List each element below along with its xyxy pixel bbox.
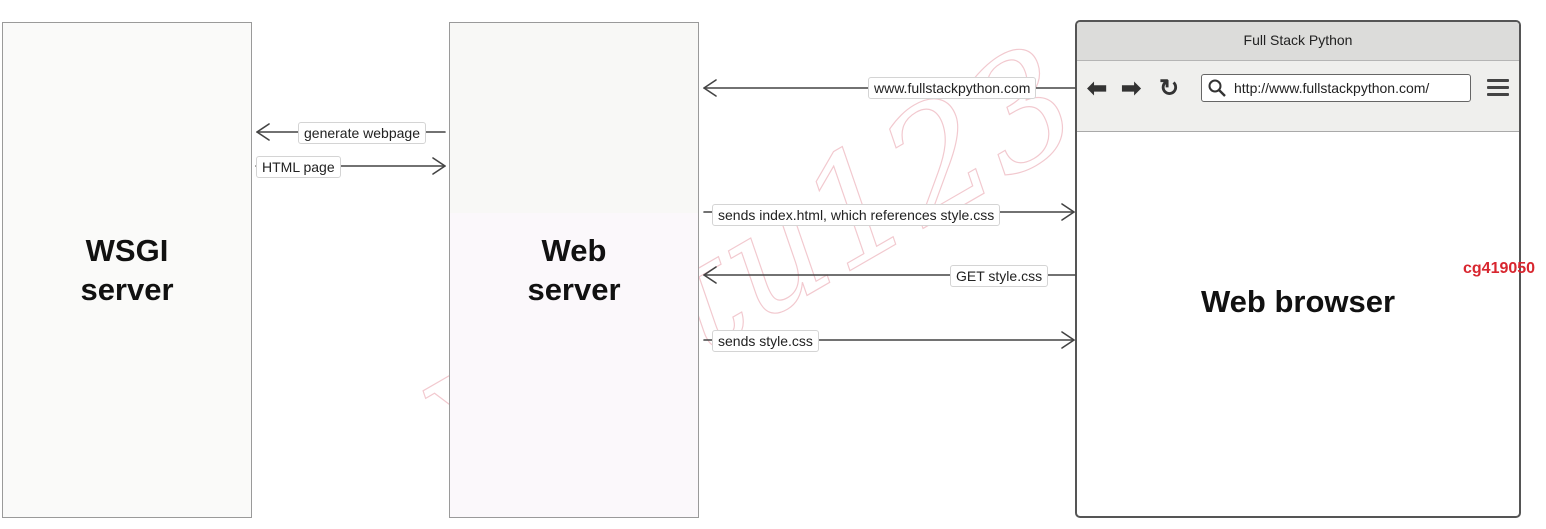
arrowhead-sends-index [1061,203,1075,221]
arrowhead-generate-webpage [256,123,270,141]
sends-style-label: sends style.css [712,330,819,352]
forward-icon[interactable]: ➡ [1121,75,1142,102]
wsgi-server-title-line1: WSGI [85,233,169,268]
generate-webpage-label: generate webpage [298,122,426,144]
web-server-title-line2: server [527,272,621,307]
web-server-title: Web server [450,231,698,309]
browser-title-bar: Full Stack Python [1077,22,1519,61]
wsgi-server-title-line2: server [80,272,174,307]
menu-icon[interactable] [1487,79,1509,97]
url-bar[interactable]: http://www.fullstackpython.com/ [1201,74,1471,102]
back-icon[interactable]: ⬅ [1087,75,1108,102]
arrowhead-html-page [432,157,446,175]
browser-toolbar: ⬅ ➡ ↻ http://www.fullstackpython.com/ [1077,61,1519,132]
reload-icon[interactable]: ↻ [1159,75,1180,102]
browser-window: Full Stack Python ⬅ ➡ ↻ http://www.fulls… [1075,20,1521,518]
get-style-label: GET style.css [950,265,1049,287]
sends-index-label: sends index.html, which references style… [712,204,1001,226]
arrowhead-sends-style [1061,331,1075,349]
url-text: http://www.fullstackpython.com/ [1234,80,1430,96]
watermark-code: cg419050 [1463,260,1536,277]
arrowhead-get-style [703,266,717,284]
request-domain-label: www.fullstackpython.com [868,77,1037,99]
web-server-box: Web server [449,22,699,518]
web-browser-label: Web browser [1200,284,1396,319]
arrowhead-request-domain [703,79,717,97]
wsgi-server-box: WSGI server [2,22,252,518]
html-page-label: HTML page [256,156,341,178]
wsgi-server-title: WSGI server [3,231,251,309]
search-icon [1208,79,1226,97]
web-server-title-line1: Web [541,233,607,268]
